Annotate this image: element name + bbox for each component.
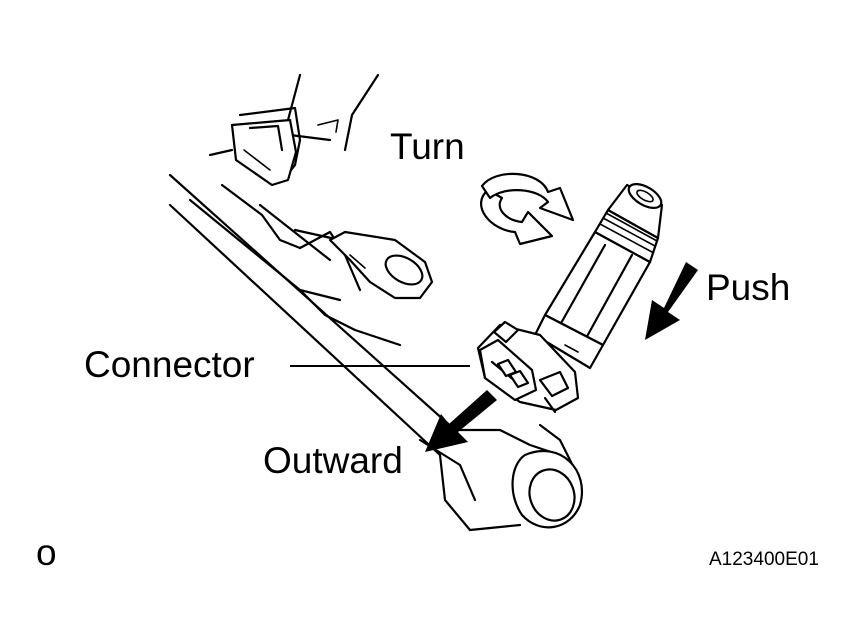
rail-boss bbox=[328, 230, 434, 300]
injector-body bbox=[533, 182, 664, 370]
turn-arrow-icon bbox=[480, 172, 575, 246]
figure-code: A123400E01 bbox=[709, 549, 819, 570]
rail-end bbox=[511, 449, 583, 529]
label-push: Push bbox=[706, 267, 790, 308]
label-outward: Outward bbox=[263, 440, 403, 481]
connector-assembly bbox=[476, 320, 580, 414]
push-arrow-icon bbox=[645, 262, 698, 340]
upper-bracket bbox=[208, 73, 380, 187]
label-turn: Turn bbox=[390, 126, 465, 167]
corner-mark: o bbox=[36, 532, 57, 573]
outward-arrow-icon bbox=[425, 390, 497, 452]
label-connector: Connector bbox=[84, 344, 255, 385]
